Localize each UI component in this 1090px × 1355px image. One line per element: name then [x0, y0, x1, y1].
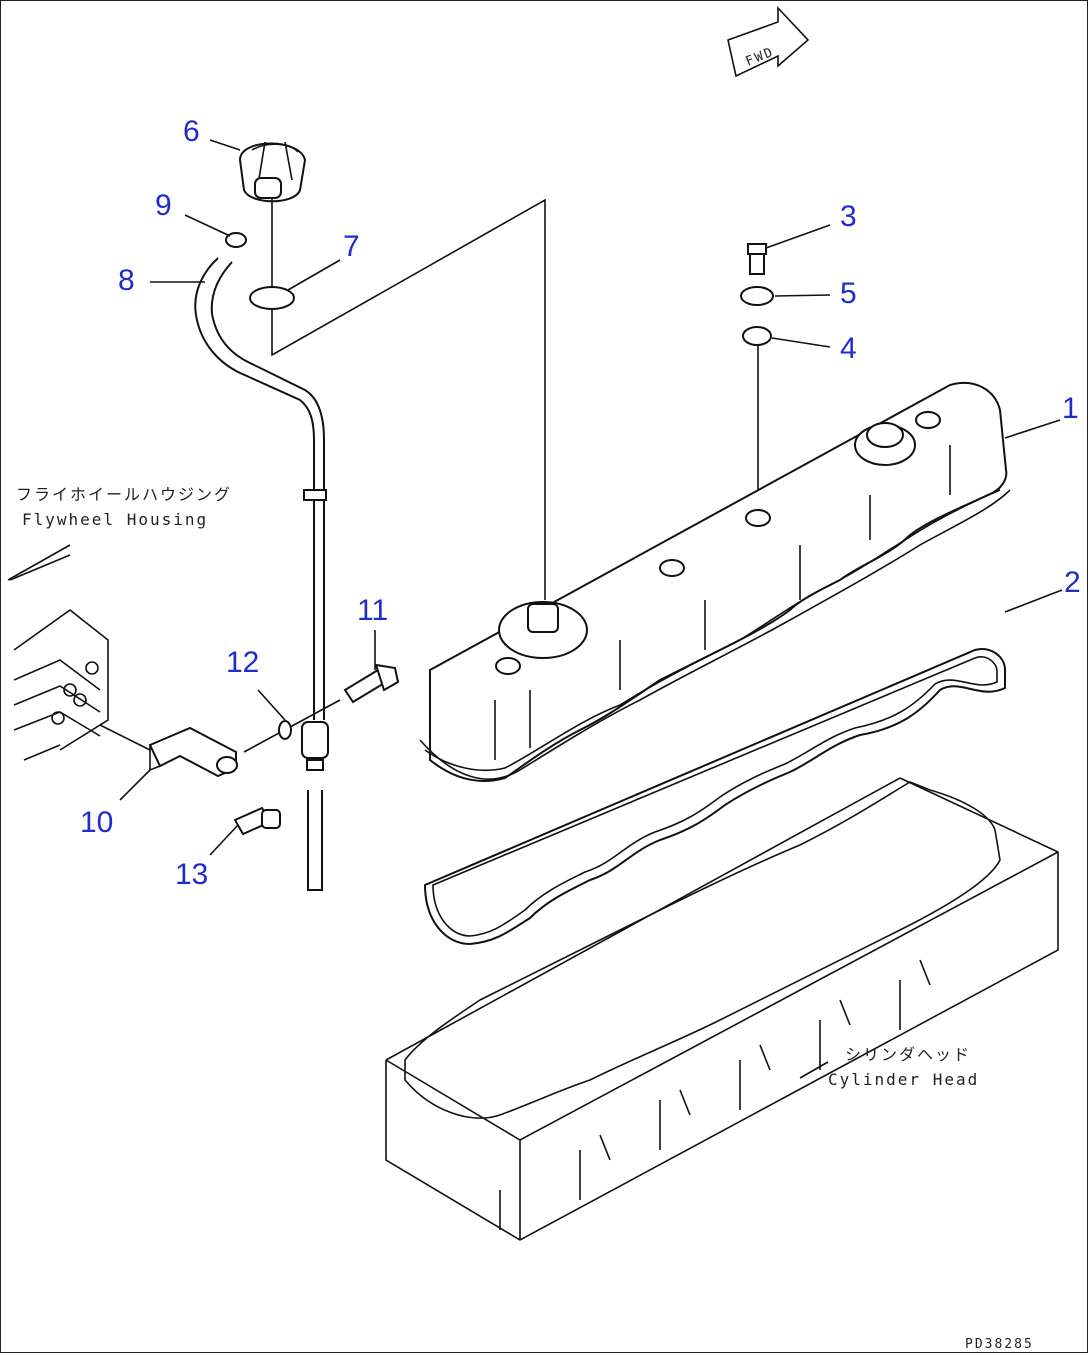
callout-12: 12	[226, 646, 259, 679]
cylinder-head-jp-label: シリンダヘッド	[845, 1045, 971, 1064]
callout-1: 1	[1062, 392, 1079, 425]
callout-13: 13	[175, 858, 208, 891]
callout-4: 4	[840, 332, 857, 365]
bolt-13	[233, 806, 281, 836]
callout-10: 10	[80, 806, 113, 839]
flywheel-housing-jp-label: フライホイールハウジング	[16, 485, 232, 504]
callout-11: 11	[357, 594, 388, 627]
cylinder-head-en-label: Cylinder Head	[828, 1070, 979, 1089]
fwd-arrow-marker: FWD	[727, 5, 810, 78]
reference-code: PD38285	[965, 1337, 1034, 1352]
oil-filler-cap	[238, 141, 307, 203]
callout-6: 6	[183, 115, 200, 148]
tube-clamp	[301, 721, 329, 759]
flywheel-housing-en-label: Flywheel Housing	[22, 510, 208, 529]
washer-12	[278, 720, 292, 740]
bracket	[148, 726, 238, 778]
fwd-label: FWD	[744, 45, 777, 70]
callout-8: 8	[118, 264, 135, 297]
cylinder-head	[385, 777, 1059, 1241]
washer-4	[742, 326, 772, 346]
flywheel-housing	[9, 554, 151, 761]
washer-5	[740, 286, 774, 306]
callout-5: 5	[840, 277, 857, 310]
head-cover-gasket	[423, 648, 1006, 946]
callout-9: 9	[155, 189, 172, 222]
cover-bolt	[747, 243, 767, 275]
bolt-11	[343, 663, 400, 704]
clip	[225, 232, 247, 248]
callout-2: 2	[1064, 566, 1081, 599]
callout-3: 3	[840, 200, 857, 233]
o-ring	[249, 286, 295, 310]
head-cover	[419, 382, 1011, 782]
callout-7: 7	[343, 230, 360, 263]
